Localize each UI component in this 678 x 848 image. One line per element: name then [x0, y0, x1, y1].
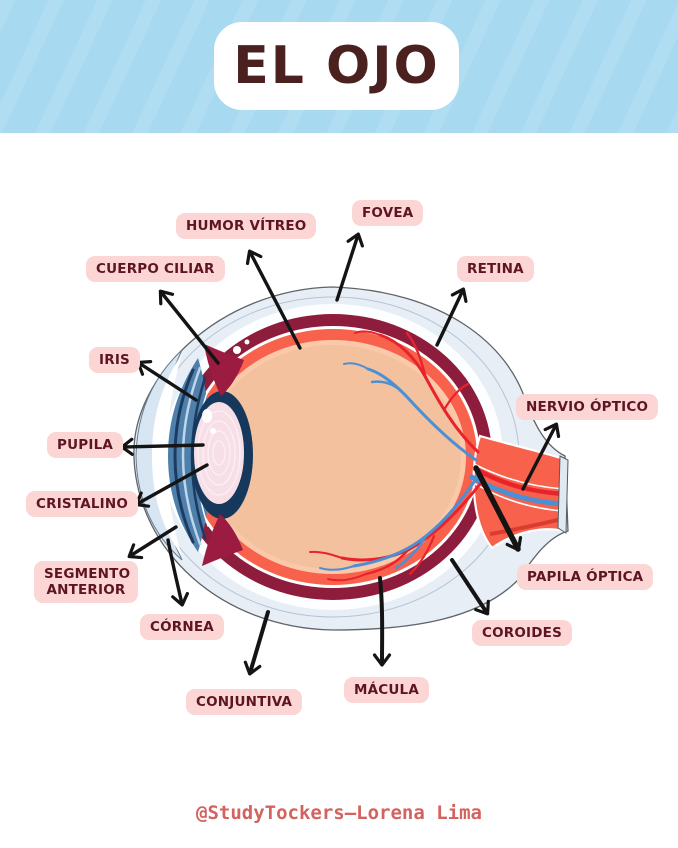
vitreous-highlight-dot	[233, 346, 241, 354]
ciliary-body-bottom	[202, 514, 243, 566]
label-retina: RETINA	[457, 256, 534, 283]
page-title: EL OJO	[233, 36, 440, 96]
vitreous-highlight-dot	[244, 339, 250, 345]
label-cornea: CÓRNEA	[140, 614, 224, 641]
arrow-conjuntiva	[243, 610, 270, 676]
arrow-coroides	[450, 558, 490, 616]
iris-shape	[168, 358, 211, 552]
anterior-chamber	[152, 354, 182, 556]
label-cuerpo-ciliar: CUERPO CILIAR	[86, 256, 225, 283]
retinal-vessels-lower	[309, 474, 482, 582]
label-segmento-anterior: SEGMENTO ANTERIOR	[34, 561, 138, 604]
arrow-macula	[372, 576, 392, 667]
label-iris: IRIS	[89, 347, 140, 374]
arrow-cristalino	[134, 463, 209, 508]
label-cristalino: CRISTALINO	[26, 491, 139, 518]
arrow-iris	[136, 360, 198, 402]
title-card: EL OJO	[214, 22, 459, 110]
label-conjuntiva: CONJUNTIVA	[186, 689, 303, 716]
arrow-pupila	[120, 437, 205, 456]
lens-highlight	[210, 428, 216, 434]
lens-highlight	[202, 409, 212, 423]
arrow-cuerpo-ciliar	[158, 289, 220, 365]
header-banner: EL OJO	[0, 0, 678, 133]
arrow-fovea	[335, 232, 364, 302]
label-pupila: PUPILA	[47, 432, 124, 459]
footer: @StudyTockers–Lorena Lima	[0, 802, 678, 824]
label-nervio-optico: NERVIO ÓPTICO	[516, 394, 659, 421]
arrow-segmento-anterior	[127, 525, 178, 560]
arrow-retina	[435, 287, 468, 347]
credit: @StudyTockers–Lorena Lima	[196, 802, 482, 824]
label-coroides: COROIDES	[472, 620, 573, 647]
arrow-humor-vitreo	[245, 249, 302, 350]
arrow-cornea	[166, 538, 189, 607]
label-humor-vitreo: HUMOR VÍTREO	[176, 213, 317, 240]
arrow-papila-optica	[473, 465, 523, 552]
eye-vitreous-body	[205, 345, 461, 569]
lens-shape	[192, 400, 246, 506]
pointer-arrows	[120, 232, 561, 676]
arrow-nervio-optico	[521, 422, 561, 491]
optic-nerve-cut-face	[557, 455, 569, 534]
label-fovea: FOVEA	[352, 200, 424, 227]
retinal-vessels-upper	[343, 330, 480, 462]
label-macula: MÁCULA	[344, 677, 430, 704]
label-papila-optica: PAPILA ÓPTICA	[517, 564, 654, 591]
